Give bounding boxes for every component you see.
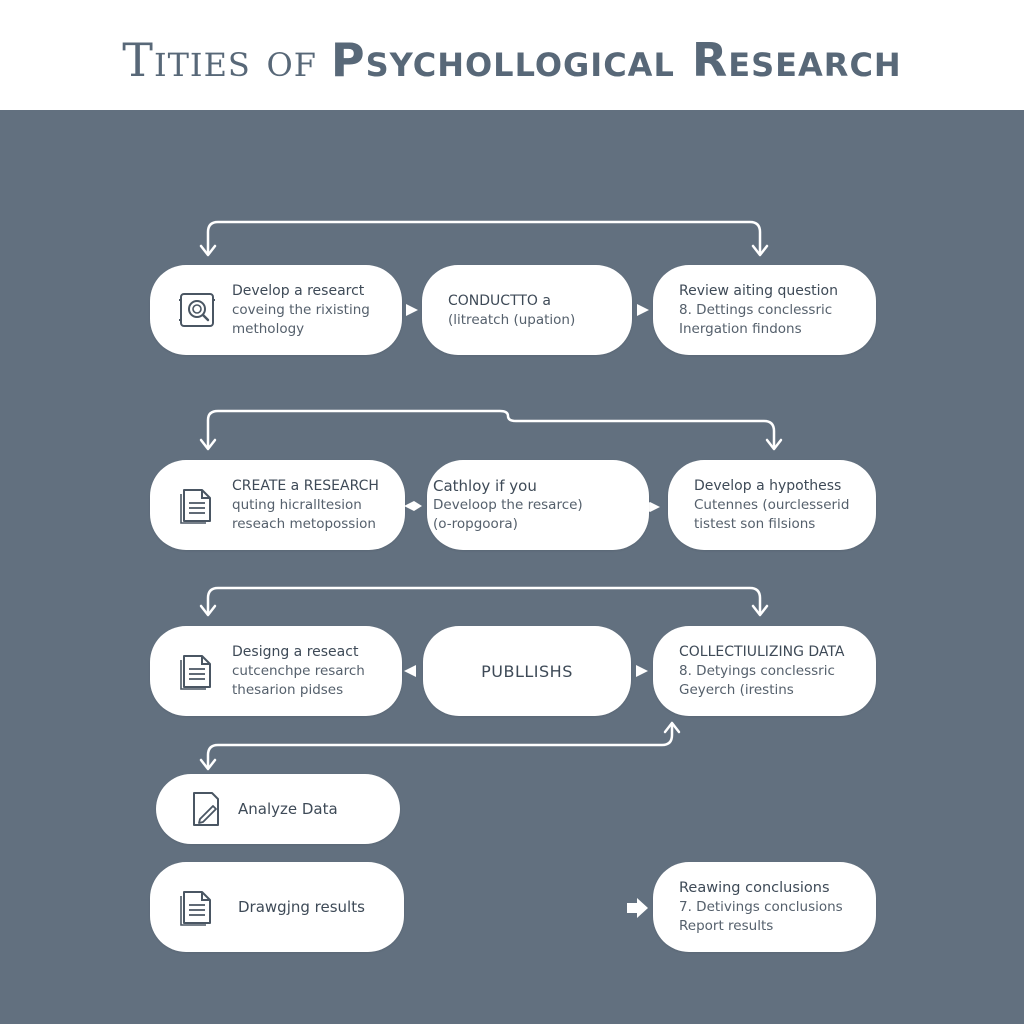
title-banner [0, 0, 1024, 110]
arrowhead-row1-right [751, 244, 769, 257]
step-collect-data[interactable]: COLLECTIULIZING DATA 8. Detyings concles… [653, 626, 876, 716]
step-line-3: Report results [679, 918, 774, 934]
step-line-1: Designg a reseact [232, 644, 359, 660]
step-line-3: (o-ropgoora) [433, 516, 518, 532]
step-line-1: Review aiting question [679, 283, 838, 299]
step-line-2: cutcenchpe resarch [232, 663, 365, 679]
pointer-r3-b [636, 665, 648, 677]
arrowhead-row4-up [663, 721, 681, 734]
pen-document-icon [193, 792, 219, 826]
step-line-1: COLLECTIULIZING DATA [679, 644, 845, 660]
document-icon [180, 489, 211, 524]
connector-row2-top [206, 409, 776, 450]
pointer-r5 [627, 898, 648, 918]
step-line-1: Analyze Data [238, 800, 338, 818]
step-line-2: quting hicralltesion [232, 497, 362, 513]
step-line-3: Geyerch (irestins [679, 682, 794, 698]
step-line-3: methology [232, 321, 305, 337]
connector-row3-top [206, 586, 762, 616]
step-line-2: 7. Detivings conclusions [679, 899, 843, 915]
step-line-3: thesarion pidses [232, 682, 344, 698]
step-analyze-data[interactable]: Analyze Data [156, 774, 400, 844]
pointer-r1-b [637, 304, 649, 316]
arrowhead-row3-right [751, 604, 769, 617]
step-line-2: coveing the rixisting [232, 302, 370, 318]
step-create-research[interactable]: CREATE a RESEARCH quting hicralltesion r… [150, 460, 405, 550]
step-develop-hypothesis[interactable]: Develop a hypothess Cutennes (ourclesser… [668, 460, 876, 550]
step-line-1: Develop a researct [232, 283, 365, 299]
pointer-r3-a [404, 665, 416, 677]
step-line-1: Cathloy if you [433, 477, 537, 495]
step-line-1: CONDUCTTO a [448, 292, 551, 309]
arrowhead-row2-left [199, 438, 217, 451]
connector-row4 [206, 723, 674, 770]
document-icon [180, 891, 211, 926]
step-conduct[interactable]: CONDUCTTO a (litreatch (upation) [422, 265, 632, 355]
step-line-1: Reawing conclusions [679, 880, 830, 896]
step-line-1: Drawgjng results [238, 898, 365, 916]
pointer-r2-b [650, 502, 660, 512]
arrowhead-row4-down [199, 758, 217, 771]
step-develop-research[interactable]: Develop a researct coveing the rixisting… [150, 265, 402, 355]
document-icon [180, 655, 211, 690]
step-line-2: 8. Dettings conclessric [679, 302, 833, 318]
step-publish[interactable]: PUBLLISHS [423, 626, 631, 716]
pointer-r1-a [406, 304, 418, 316]
step-line-2: Cutennes (ourclesserid [694, 497, 850, 513]
step-line-1: PUBLLISHS [481, 661, 573, 681]
step-line-2: (litreatch (upation) [448, 311, 576, 328]
title-part-1: Tities of [122, 33, 317, 87]
step-line-3: reseach metopossion [232, 516, 376, 532]
step-design-research[interactable]: Designg a reseact cutcenchpe resarch the… [150, 626, 402, 716]
step-drawing-results[interactable]: Drawgjng results [150, 862, 404, 952]
arrowhead-row1-left [199, 244, 217, 257]
arrowhead-row2-right [765, 438, 783, 451]
step-line-3: tistest son filsions [694, 516, 816, 532]
arrowhead-row3-left [199, 604, 217, 617]
step-line-3: Inergation findons [679, 321, 802, 337]
step-line-1: CREATE a RESEARCH [232, 478, 379, 494]
step-review-question[interactable]: Review aiting question 8. Dettings concl… [653, 265, 876, 355]
step-line-2: 8. Detyings conclessric [679, 663, 835, 679]
step-cathloy[interactable]: Cathloy if you Develoop the resarce) (o-… [427, 460, 649, 550]
step-line-1: Develop a hypothess [694, 478, 842, 494]
step-drawing-conclusions[interactable]: Reawing conclusions 7. Detivings conclus… [653, 862, 876, 952]
magnifier-document-icon [179, 293, 215, 327]
title-part-2: Psychollogical Research [330, 33, 902, 87]
pointer-r2-a2 [414, 501, 422, 511]
pointer-r2-a [404, 501, 414, 511]
step-line-2: Develoop the resarce) [433, 497, 583, 513]
connector-row1-top [206, 220, 762, 256]
